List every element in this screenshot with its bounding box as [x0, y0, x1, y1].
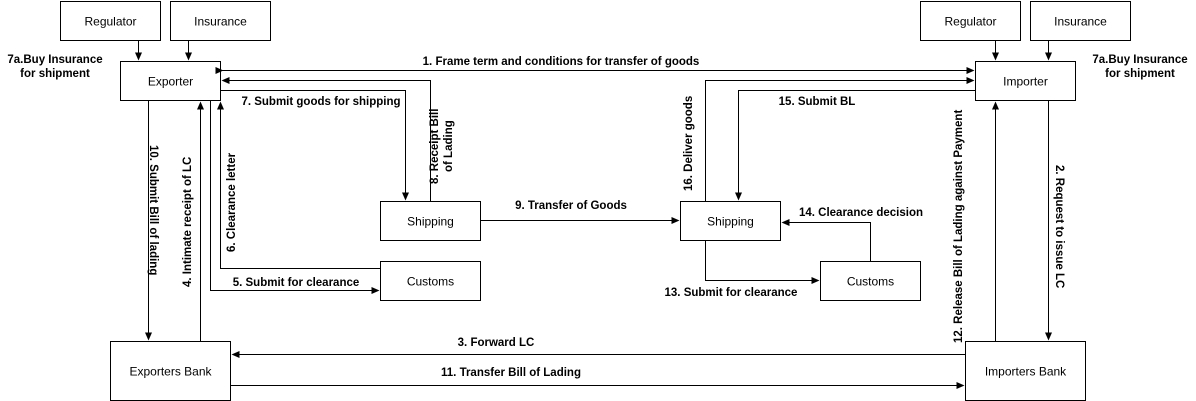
label-forward-lc: 3. Forward LC [458, 337, 535, 349]
label-receipt-bl-2: of Lading [443, 120, 455, 172]
node-label: Insurance [194, 15, 247, 29]
node-insurance-right: Insurance [1030, 1, 1131, 41]
node-regulator-left: Regulator [60, 1, 161, 41]
node-label: Importer [1003, 75, 1048, 89]
node-label: Exporters Bank [129, 365, 212, 379]
node-label: Shipping [407, 215, 454, 229]
arrow-submit-clearance-right [705, 240, 820, 284]
label-buy-insurance-right-2: for shipment [1105, 68, 1175, 80]
arrow-submit-clearance-left [210, 100, 380, 294]
label-request-lc: 2. Request to issue LC [1053, 165, 1065, 288]
node-customs-right: Customs [820, 261, 921, 301]
arrow-deliver-goods [705, 77, 975, 202]
node-exporters-bank: Exporters Bank [110, 341, 231, 401]
node-label: Shipping [707, 215, 754, 229]
node-label: Exporter [148, 75, 193, 89]
arrow-clearance-decision [781, 219, 871, 262]
label-transfer-goods: 9. Transfer of Goods [515, 200, 627, 212]
node-label: Customs [847, 275, 894, 289]
label-buy-insurance-left-2: for shipment [20, 68, 90, 80]
label-submit-bl-exporter: 10. Submit Bill of lading [147, 145, 159, 275]
label-receipt-bl-1: 8. Receipt Bill [429, 109, 441, 184]
node-insurance-left: Insurance [170, 1, 271, 41]
node-customs-left: Customs [380, 261, 481, 301]
label-release-bl: 12. Release Bill of Lading against Payme… [953, 110, 965, 343]
node-label: Customs [407, 275, 454, 289]
label-frame-terms: 1. Frame term and conditions for transfe… [423, 56, 700, 68]
node-shipping-left: Shipping [380, 201, 481, 241]
label-submit-goods: 7. Submit goods for shipping [241, 96, 400, 108]
label-buy-insurance-right-1: 7a.Buy Insurance [1092, 54, 1187, 66]
node-label: Regulator [84, 15, 136, 29]
arrow-submit-goods [220, 90, 409, 201]
node-exporter: Exporter [120, 61, 221, 101]
node-importer: Importer [975, 61, 1076, 101]
arrow-clearance-letter [217, 101, 381, 269]
label-submit-clearance-left: 5. Submit for clearance [233, 277, 360, 289]
label-transfer-bl: 11. Transfer Bill of Lading [441, 367, 581, 379]
label-deliver-goods: 16. Deliver goods [683, 96, 695, 191]
node-label: Importers Bank [985, 365, 1067, 379]
node-importers-bank: Importers Bank [965, 341, 1086, 401]
label-intimate-lc: 4. Intimate receipt of LC [182, 157, 194, 287]
arrow-receipt-bl [221, 77, 431, 202]
label-submit-clearance-right: 13. Submit for clearance [665, 287, 798, 299]
node-shipping-right: Shipping [680, 201, 781, 241]
label-buy-insurance-left-1: 7a.Buy Insurance [7, 54, 102, 66]
label-submit-bl-importer: 15. Submit BL [779, 96, 856, 108]
node-label: Regulator [944, 15, 996, 29]
node-regulator-right: Regulator [920, 1, 1021, 41]
label-clearance-decision: 14. Clearance decision [799, 207, 923, 219]
node-label: Insurance [1054, 15, 1107, 29]
label-clearance-letter: 6. Clearance letter [226, 152, 238, 252]
arrow-submit-bl-importer [735, 90, 976, 201]
